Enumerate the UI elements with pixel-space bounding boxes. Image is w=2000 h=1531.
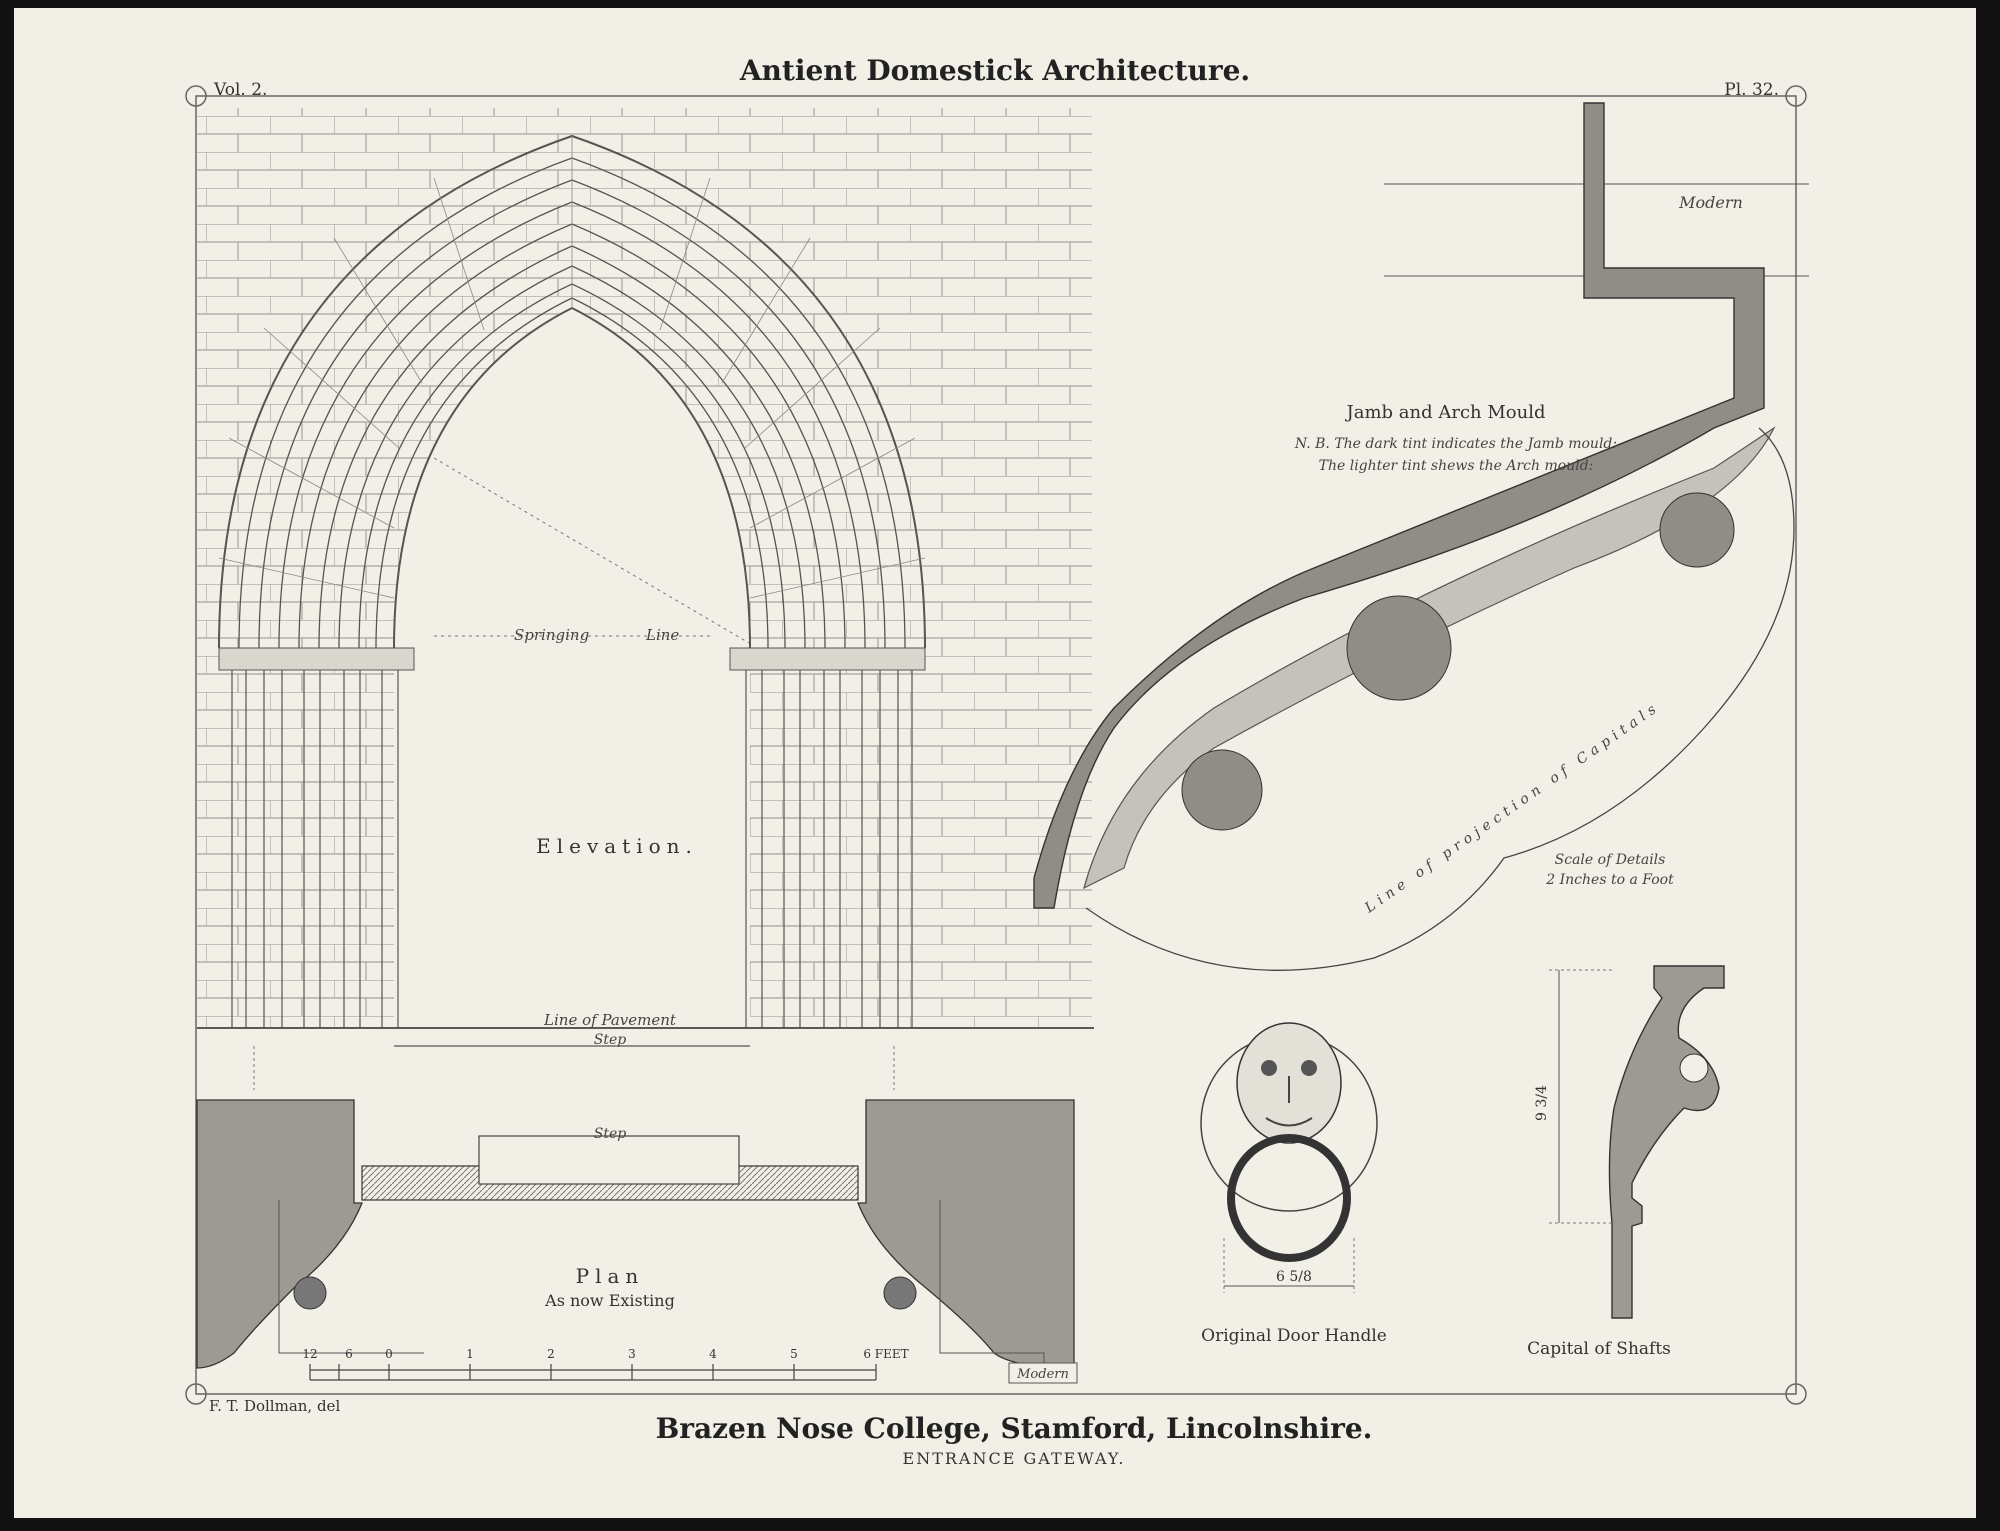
handle-caption: Original Door Handle bbox=[1201, 1326, 1387, 1346]
footer-title: Brazen Nose College, Stamford, Lincolnsh… bbox=[656, 1412, 1373, 1445]
plan-label: Plan bbox=[576, 1264, 645, 1288]
scale-bar bbox=[309, 1364, 877, 1381]
scale-details-line-2: 2 Inches to a Foot bbox=[1545, 872, 1674, 888]
jamb-mould-drawing bbox=[1033, 102, 1809, 971]
plate-title: Antient Domestick Architecture. bbox=[739, 54, 1250, 87]
door-handle-drawing bbox=[1200, 1022, 1378, 1293]
scale-tick-label: 2 bbox=[547, 1347, 555, 1361]
handle-dimension: 6 5/8 bbox=[1276, 1269, 1312, 1285]
artist-credit: F. T. Dollman, del bbox=[209, 1397, 340, 1415]
jamb-modern-label: Modern bbox=[1678, 193, 1743, 212]
scale-tick-label: 12 bbox=[302, 1347, 317, 1361]
elevation-label: Elevation. bbox=[536, 834, 698, 858]
scale-tick-label: 4 bbox=[709, 1347, 717, 1361]
jamb-note-2: The lighter tint shews the Arch mould: bbox=[1319, 458, 1594, 474]
capital-drawing bbox=[1549, 965, 1725, 1319]
springing-line-word-1: Springing bbox=[514, 626, 589, 644]
plan-drawing bbox=[196, 1099, 1075, 1370]
scale-tick-label: 0 bbox=[385, 1347, 393, 1361]
jamb-note-1: N. B. The dark tint indicates the Jamb m… bbox=[1294, 436, 1617, 452]
scale-tick-label: 6 FEET bbox=[863, 1347, 908, 1361]
plan-modern-box bbox=[1008, 1362, 1078, 1384]
scale-tick-label: 5 bbox=[790, 1347, 798, 1361]
plan-modern-label: Modern bbox=[1016, 1367, 1069, 1382]
line-of-pavement-label: Line of Pavement bbox=[543, 1011, 677, 1029]
volume-label: Vol. 2. bbox=[213, 80, 267, 100]
springing-line-word-2: Line bbox=[645, 626, 679, 644]
scale-tick-label: 1 bbox=[466, 1347, 474, 1361]
elevation-drawing bbox=[197, 108, 1094, 1090]
jamb-title: Jamb and Arch Mould bbox=[1345, 402, 1546, 423]
footer-subtitle: ENTRANCE GATEWAY. bbox=[903, 1449, 1126, 1468]
plate-border bbox=[185, 85, 1807, 1405]
scale-details-line-1: Scale of Details bbox=[1555, 852, 1666, 868]
plate-number: Pl. 32. bbox=[1724, 80, 1779, 100]
capital-caption: Capital of Shafts bbox=[1527, 1339, 1671, 1359]
scale-tick-label: 3 bbox=[628, 1347, 636, 1361]
plate-drawing: Antient Domestick Architecture. Vol. 2. … bbox=[185, 54, 1809, 1468]
step-label-lower: Step bbox=[594, 1126, 627, 1142]
step-label-upper: Step bbox=[594, 1032, 627, 1048]
plan-sublabel: As now Existing bbox=[544, 1291, 675, 1310]
scale-tick-label: 6 bbox=[345, 1347, 353, 1361]
plate-sheet: Antient Domestick Architecture. Vol. 2. … bbox=[14, 8, 1976, 1518]
capital-dimension: 9 3/4 bbox=[1534, 1085, 1550, 1121]
